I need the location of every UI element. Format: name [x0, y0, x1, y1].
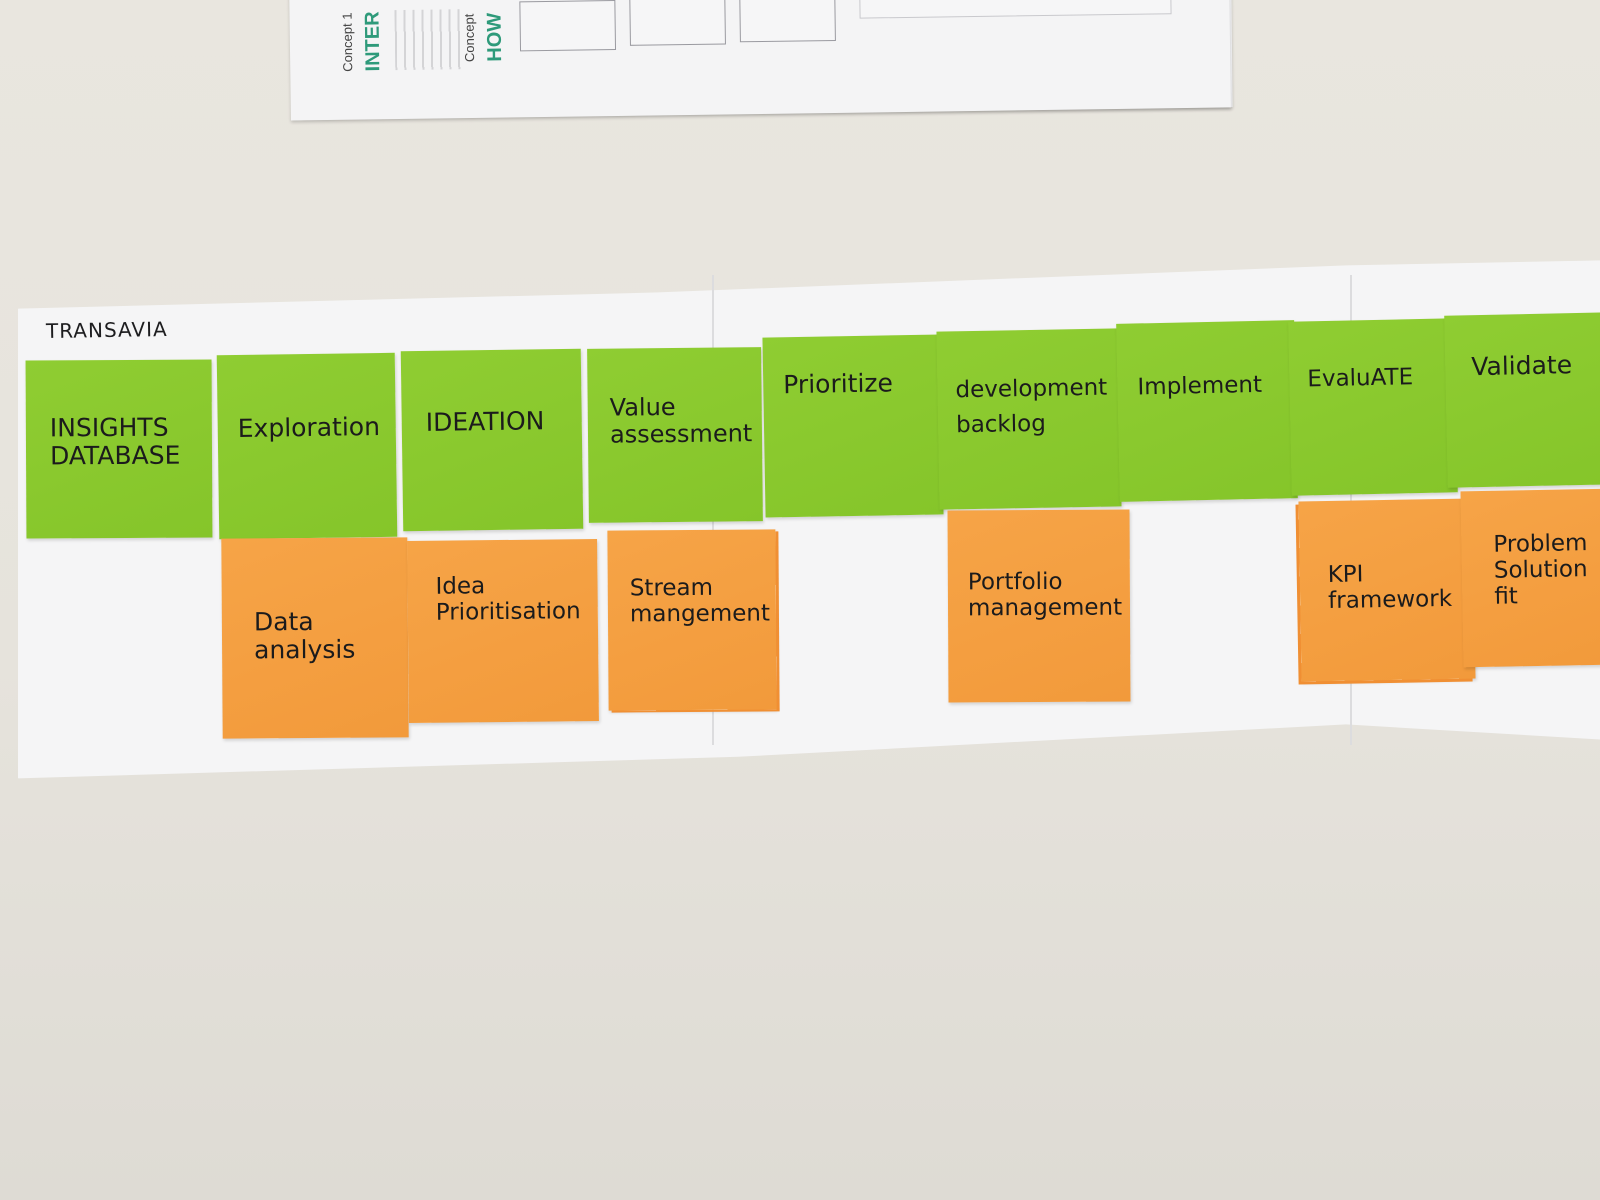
paper-heading-small: Concept — [461, 13, 478, 63]
paper-box — [629, 0, 726, 46]
paper-body-text — [394, 9, 466, 71]
orange-note-problem-solution-fit: Problem Solution fit — [1460, 488, 1600, 668]
note-label: Stream mangement — [629, 574, 771, 628]
green-note-exploration: Exploration — [216, 352, 398, 540]
note-label: Problem Solution fit — [1493, 530, 1588, 610]
note-label: Exploration — [237, 411, 381, 443]
green-note-implement: Implement — [1116, 320, 1298, 502]
paper-box — [739, 0, 836, 43]
note-label: KPI framework — [1327, 561, 1453, 614]
green-note-value-assessment: Value assessment — [587, 347, 763, 523]
note-label: INSIGHTS DATABASE — [49, 412, 181, 471]
paper-heading-small: Concept 1 — [339, 12, 356, 72]
note-label: Value assessment — [609, 392, 753, 449]
note-label: EvaluATE — [1307, 364, 1414, 393]
green-note-development-backlog: development backlog — [936, 328, 1122, 510]
note-label: development backlog — [955, 374, 1108, 438]
note-label: Idea Prioritisation — [435, 573, 581, 626]
green-note-evaluate: EvaluATE — [1288, 318, 1458, 496]
green-note-validate: Validate — [1444, 312, 1600, 488]
paper-box — [519, 0, 617, 52]
orange-note-kpi-framework: KPI framework — [1298, 498, 1476, 682]
green-note-insights-database: INSIGHTS DATABASE — [25, 359, 213, 539]
note-label: Implement — [1137, 371, 1263, 401]
note-label: IDEATION — [425, 406, 545, 437]
paper-box — [859, 0, 1172, 19]
note-label: Prioritize — [783, 368, 894, 400]
orange-note-stream-management: Stream mangement — [607, 529, 777, 711]
note-label: Validate — [1470, 350, 1573, 382]
orange-note-idea-prioritisation: Idea Prioritisation — [407, 539, 599, 723]
note-label: Portfolio management — [967, 568, 1123, 622]
paper-stack: Concept 1 INTER Concept HOW — [289, 0, 1240, 121]
green-note-ideation: IDEATION — [400, 348, 584, 532]
paper-heading-big: HOW — [483, 12, 507, 62]
paper-heading-big: INTER — [361, 11, 385, 72]
note-label: Data analysis — [253, 607, 356, 665]
orange-note-portfolio-management: Portfolio management — [947, 509, 1131, 703]
paper-sheet: Concept 1 INTER Concept HOW — [289, 0, 1231, 121]
orange-note-data-analysis: Data analysis — [221, 537, 409, 739]
green-note-prioritize: Prioritize — [762, 334, 944, 518]
board-title: TRANSAVIA — [45, 316, 168, 344]
